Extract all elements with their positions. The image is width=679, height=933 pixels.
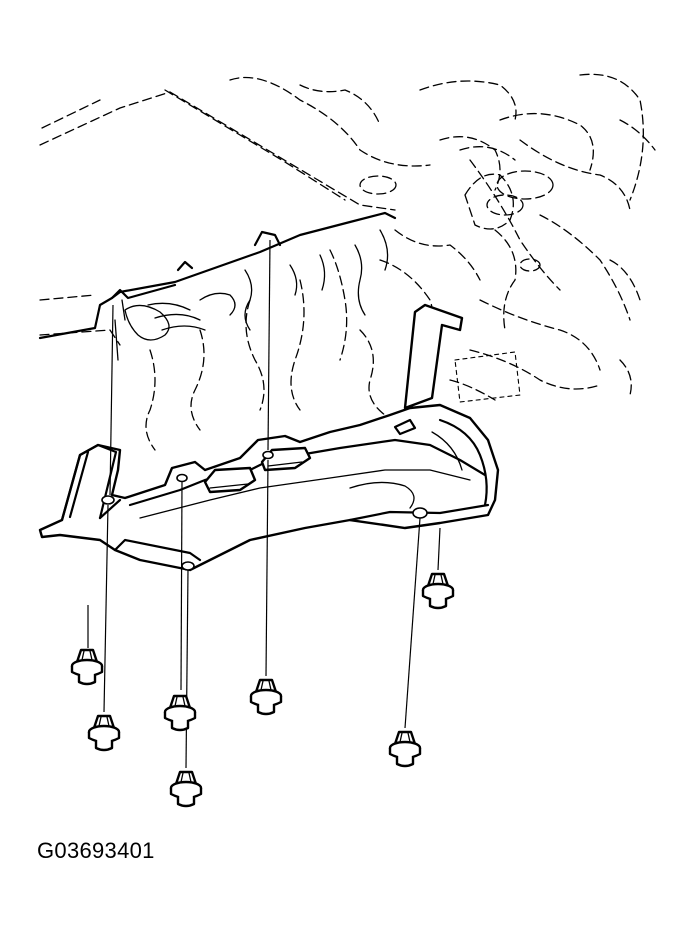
fastener-6 — [388, 730, 422, 768]
vehicle-underbody-ghost — [39, 73, 656, 451]
fasteners — [70, 572, 455, 808]
oil-pan-outline — [38, 211, 397, 361]
fastener-3 — [163, 694, 197, 732]
leader-lines — [87, 239, 441, 769]
fastener-2 — [87, 714, 121, 752]
fastener-1 — [70, 648, 104, 686]
fastener-7 — [421, 572, 455, 610]
fastener-4 — [169, 770, 203, 808]
skid-plate — [38, 303, 500, 572]
fastener-5 — [249, 678, 283, 716]
figure-code: G03693401 — [37, 838, 155, 863]
